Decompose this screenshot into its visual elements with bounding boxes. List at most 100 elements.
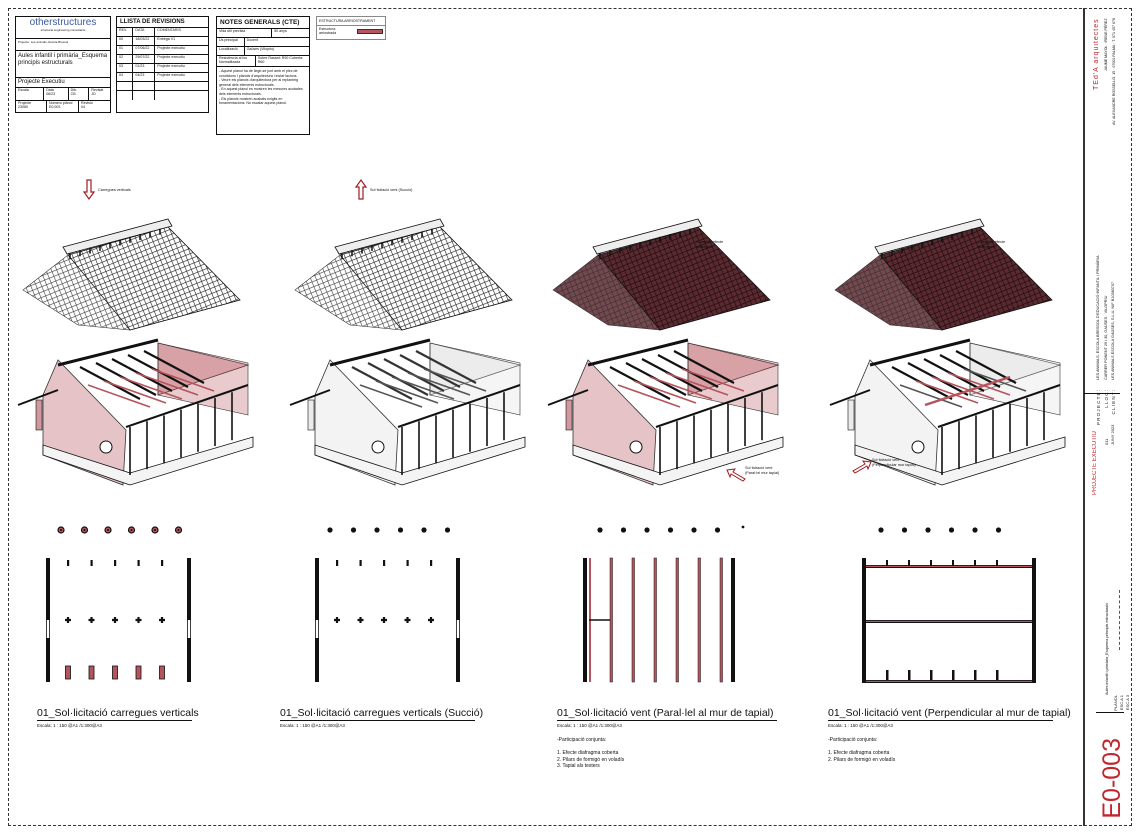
isometric-structure-drawing xyxy=(547,218,784,486)
sidebar-divider xyxy=(1083,8,1085,826)
revision-cell xyxy=(133,91,156,100)
phase-date: JUNY 2023 xyxy=(1110,424,1115,445)
note-value: Docent xyxy=(246,38,258,42)
lloc-value: CARRER PONENT 29 i 30, GAÜSES · VILOPRIU xyxy=(1104,295,1108,380)
wind-note: Sol·licitació vent (Perpendicular mur ta… xyxy=(872,458,916,467)
column-marker xyxy=(620,527,627,533)
scale-bar-a1 xyxy=(1119,590,1120,650)
wall xyxy=(731,558,735,682)
firm-address: AV. ALEXANDRE ROSSELLÓ, 15 · 07002 PALMA… xyxy=(1112,18,1116,125)
note-value: 50 anys xyxy=(274,29,287,33)
firm-name: TEd'A arquitectes xyxy=(1093,18,1100,90)
revision-row-empty xyxy=(117,82,208,91)
sheet-border xyxy=(8,8,1132,826)
load-label: Càrregues verticals xyxy=(98,188,131,192)
column-marker xyxy=(878,527,884,533)
column-marker xyxy=(444,527,451,533)
legend-title: ESTRUCTURA ARRIOSTRAMENT xyxy=(317,17,385,26)
drawing-caption: 01_Sol·licitació carregues verticals (Su… xyxy=(280,707,484,721)
revision-cell: 01 xyxy=(117,46,134,54)
revision-cell: 04 xyxy=(117,73,134,81)
revision-cell: 18/03/22 xyxy=(133,37,156,45)
revision-cell: Projecte executiu xyxy=(157,55,185,59)
revision-cell: 03 xyxy=(117,64,134,72)
revision-cell: 04/23 xyxy=(133,73,156,81)
phase-number: 011 xyxy=(1104,438,1109,445)
field-label: Revisió xyxy=(80,101,93,105)
notes-title: NOTES GENERALS (CTE) xyxy=(217,17,309,29)
structural-plan xyxy=(315,527,460,682)
legend: ESTRUCTURA ARRIOSTRAMENT Estructura arri… xyxy=(316,16,386,40)
legend-swatch xyxy=(357,28,383,34)
field-value: 06/23 xyxy=(46,91,56,96)
note-value: Sobre Rasant: R90 Coberta: R60 xyxy=(257,56,304,64)
structural-plan xyxy=(46,526,191,682)
logo: otherstructures xyxy=(29,17,97,28)
field-label: Projecte xyxy=(18,101,32,105)
roof-note: Coberta - efecte diafragma xyxy=(696,240,724,249)
drawing-scale: Escala: 1 : 150 @A1 /1:300@A3 xyxy=(828,723,893,728)
field-label: Escala xyxy=(18,88,29,92)
revision-cell: DATA xyxy=(133,28,156,36)
revision-cell xyxy=(117,91,134,100)
revision-cell: Entrega V1 xyxy=(157,37,176,41)
column-marker xyxy=(972,527,978,533)
column-marker xyxy=(714,527,721,533)
revision-cell xyxy=(155,91,208,100)
structure-frame xyxy=(547,338,784,486)
isometric-structure-drawing xyxy=(289,218,526,486)
braced-column xyxy=(653,557,657,683)
revisions-title: LLISTA DE REVISIONS xyxy=(117,17,208,28)
field-value: 04 xyxy=(80,104,85,109)
revision-row-empty xyxy=(117,91,208,100)
braced-column xyxy=(609,557,613,683)
field-value: JD xyxy=(91,91,96,96)
field-value: 23080 xyxy=(18,104,28,109)
isometric-structure-drawing xyxy=(829,218,1066,486)
column-marker xyxy=(901,527,908,533)
note-label: Resistència al foc Normalitzada xyxy=(217,56,256,66)
logo-subtitle: structural engineering consultants xyxy=(40,28,86,32)
field-label: Número plànol xyxy=(49,101,73,105)
structural-plan xyxy=(583,525,745,683)
column-marker xyxy=(350,527,357,533)
wind-arrow-icon xyxy=(726,468,746,482)
column-marker xyxy=(948,527,955,533)
braced-column xyxy=(631,557,635,683)
project-value: Les animals, Escola Bressol xyxy=(30,40,69,44)
legend-item-label: Estructura arriostrada xyxy=(319,27,337,35)
sidebar-rule xyxy=(1084,393,1120,394)
scale-a3: ESC.A 3 xyxy=(1125,695,1130,711)
isometric-structure-drawing xyxy=(17,218,254,486)
drawing-caption: 01_Sol·licitació vent (Perpendicular al … xyxy=(828,707,1071,721)
plan-label: PLÀNOL xyxy=(1113,695,1118,711)
revision-cell xyxy=(117,82,134,90)
column-marker xyxy=(925,527,931,533)
column-marker xyxy=(667,527,674,533)
revision-cell: COMENTARIS xyxy=(157,28,181,32)
arrow-up-icon xyxy=(354,178,368,200)
phase-label: PROJECTE EXECUTIU xyxy=(1092,430,1098,495)
structure-frame xyxy=(829,338,1066,486)
wind-arrow-icon xyxy=(852,460,872,474)
client-value: LES ANIMALS ESCOLA GAÜSES, S.L.U. NIF B1… xyxy=(1111,281,1115,380)
field-label: Revisat xyxy=(91,88,104,92)
note-label: Vida útil prevista xyxy=(217,29,273,37)
firm-people: JAUME MAYOL · IRENE PÉREZ xyxy=(1104,18,1108,71)
revision-cell xyxy=(155,82,208,90)
load-label: Sol·licitació vent (Succió) xyxy=(370,188,413,192)
revision-cell: Projecte executiu xyxy=(157,64,185,68)
revision-cell xyxy=(133,82,156,90)
drawing-scale: Escala: 1 : 150 @A1 /1:300@A3 xyxy=(37,723,102,728)
roof-note: Coberta - efecte diafragma xyxy=(978,240,1006,249)
sheet-number: E0-003 xyxy=(1098,738,1126,819)
wind-note: Sol·licitació vent (Paral·lel mur tapial… xyxy=(745,466,780,475)
drawing-notes: -Participació conjunta: 1. Efecte diafra… xyxy=(828,737,896,763)
braced-column xyxy=(697,557,701,683)
